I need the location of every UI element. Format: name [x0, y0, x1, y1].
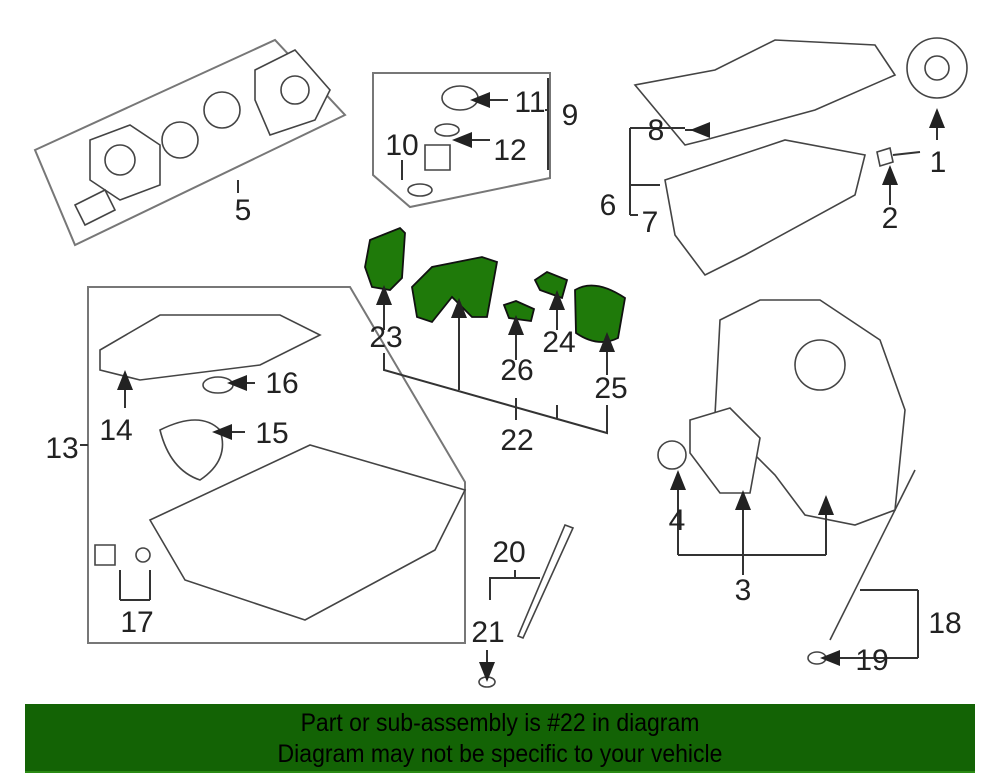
- info-banner: Part or sub-assembly is #22 in diagram D…: [25, 704, 975, 773]
- callout-12[interactable]: 12: [493, 134, 526, 167]
- callout-10[interactable]: 10: [385, 129, 418, 162]
- callout-21[interactable]: 21: [471, 616, 504, 649]
- front-cover-parts: [657, 299, 916, 665]
- callout-8[interactable]: 8: [648, 114, 665, 147]
- group-box-5: [33, 38, 347, 247]
- callout-11[interactable]: 11: [514, 86, 545, 119]
- callout-20[interactable]: 20: [492, 536, 525, 569]
- valve-cover-parts: [633, 37, 968, 277]
- banner-line-1: Part or sub-assembly is #22 in diagram: [300, 709, 700, 737]
- callout-25[interactable]: 25: [594, 372, 627, 405]
- callout-9[interactable]: 9: [562, 99, 579, 132]
- timing-parts-5: [73, 49, 331, 227]
- callout-14[interactable]: 14: [99, 414, 132, 447]
- callout-4[interactable]: 4: [669, 504, 686, 537]
- callout-1[interactable]: 1: [930, 146, 947, 179]
- callout-15[interactable]: 15: [255, 417, 288, 450]
- callout-26[interactable]: 26: [500, 354, 533, 387]
- leader-lines: [80, 78, 945, 682]
- callout-13[interactable]: 13: [45, 432, 78, 465]
- callout-7[interactable]: 7: [642, 206, 659, 239]
- callout-5[interactable]: 5: [235, 194, 252, 227]
- callout-17[interactable]: 17: [120, 606, 153, 639]
- callout-2[interactable]: 2: [882, 202, 899, 235]
- group-box-9: [372, 72, 551, 209]
- oil-pan-parts: [94, 314, 467, 621]
- callout-24[interactable]: 24: [542, 326, 575, 359]
- banner-line-2: Diagram may not be specific to your vehi…: [277, 740, 723, 768]
- callout-6[interactable]: 6: [600, 189, 617, 222]
- callout-16[interactable]: 16: [265, 367, 298, 400]
- callout-22[interactable]: 22: [500, 424, 533, 457]
- callout-19[interactable]: 19: [855, 644, 888, 677]
- callout-23[interactable]: 23: [369, 321, 402, 354]
- callout-18[interactable]: 18: [928, 607, 961, 640]
- oil-filter-adapter-assembly-22[interactable]: [364, 226, 626, 343]
- group-box-13: [87, 286, 466, 644]
- callout-3[interactable]: 3: [735, 574, 752, 607]
